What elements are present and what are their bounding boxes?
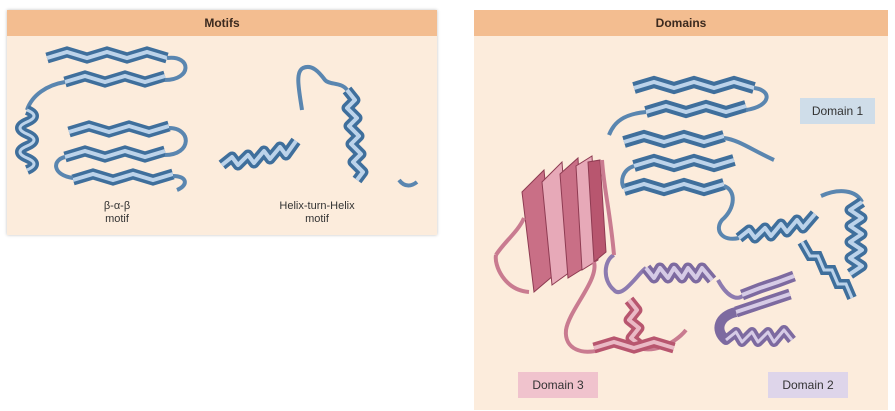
beta-strand-4	[65, 151, 165, 157]
domain-1-beta-sheet	[624, 82, 754, 190]
domain-3-label: Domain 3	[518, 372, 598, 398]
beta-strand-2	[65, 76, 165, 82]
helix-turn-helix-caption-line1: Helix-turn-Helix	[262, 200, 372, 213]
beta-alpha-beta-caption-line2: motif	[82, 213, 152, 226]
alpha-helix	[20, 110, 34, 170]
domain-1-label: Domain 1	[800, 98, 875, 124]
helix-turn-helix-caption-line2: motif	[262, 213, 372, 226]
beta-alpha-beta-caption: β-α-β motif	[82, 200, 152, 226]
helix-turn-helix-motif	[222, 67, 417, 186]
domain-1-helix	[739, 191, 862, 298]
domains-panel: Domains	[474, 10, 888, 410]
motifs-illustration	[7, 10, 437, 235]
beta-alpha-beta-motif	[20, 52, 186, 190]
helix-turn-helix-caption: Helix-turn-Helix motif	[262, 200, 372, 226]
domain-2-label: Domain 2	[768, 372, 848, 398]
beta-strand-3	[69, 126, 169, 132]
motifs-panel: Motifs	[7, 10, 437, 235]
domains-illustration	[474, 10, 888, 410]
beta-strand-top	[47, 52, 167, 58]
cropped-top-caption	[0, 0, 895, 8]
beta-alpha-beta-caption-line1: β-α-β	[82, 200, 152, 213]
beta-strand-bottom	[73, 174, 173, 180]
